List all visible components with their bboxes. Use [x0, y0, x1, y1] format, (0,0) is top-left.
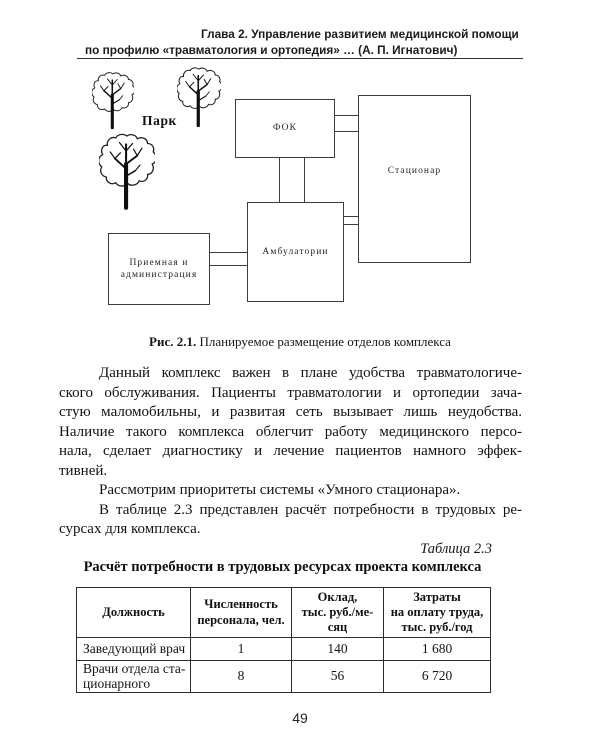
column-header-position: Должность — [77, 588, 191, 638]
tree-icon — [177, 66, 221, 128]
running-head-line2: по профилю «травматология и ортопедия» …… — [85, 43, 458, 57]
table-title: Расчёт потребности в трудовых ресурсах п… — [83, 559, 482, 575]
tree-icon — [92, 69, 134, 132]
corridor-fok-ambulatory — [279, 156, 305, 202]
body-text-line: стую маломобильны, и развитая сеть вызыв… — [59, 404, 522, 421]
building-box-stationar: Стационар — [358, 95, 471, 263]
corridor-reception-ambulatory — [208, 252, 247, 266]
corridor-fok-stationar — [333, 115, 358, 132]
table-cell-position: Заведующий врач — [77, 638, 191, 661]
column-header-labor-cost: Затраты на оплату труда, тыс. руб./год — [384, 588, 490, 638]
page-number: 49 — [292, 710, 308, 726]
tree-icon — [99, 133, 155, 210]
body-text-line: сурсах для комплекса. — [59, 521, 201, 538]
figure-caption: Рис. 2.1. Планируемое размещение отделов… — [0, 334, 600, 350]
column-header-salary: Оклад, тыс. руб./ме- сяц — [292, 588, 384, 638]
running-head-line1: Глава 2. Управление развитием медицинско… — [201, 27, 519, 41]
table-cell-headcount: 8 — [191, 661, 292, 692]
table-cell-salary: 56 — [292, 661, 384, 692]
table-cell-position: Врачи отдела ста- ционарного — [77, 661, 191, 692]
body-text: Данный комплекс важен в плане удобства т… — [59, 364, 522, 540]
table-cell-labor-cost: 1 680 — [384, 638, 490, 661]
body-text-line: Рассмотрим приоритеты системы «Умного ст… — [99, 482, 461, 499]
park-label: Парк — [142, 113, 177, 128]
staffing-table: Должность Численность персонала, чел. Ок… — [76, 587, 491, 693]
building-box-reception: Приемная и администрация — [108, 233, 210, 305]
body-text-line: ского обслуживания. Пациенты травматолог… — [59, 384, 522, 401]
figure-caption-text: Планируемое размещение отделов комплекса — [196, 334, 451, 349]
header-rule — [77, 57, 523, 60]
body-text-line: В таблице 2.3 представлен расчёт потребн… — [99, 501, 522, 518]
table-cell-labor-cost: 6 720 — [421, 668, 453, 684]
body-text-line: нала, сделает диагностику и лечение паци… — [59, 443, 522, 460]
corridor-ambulatory-stationar — [342, 216, 358, 225]
building-box-fok: ФОК — [235, 99, 335, 158]
body-text-line: Наличие такого комплекса облегчит работу… — [59, 423, 522, 440]
figure-caption-number: Рис. 2.1. — [149, 334, 197, 349]
column-header-headcount: Численность персонала, чел. — [191, 588, 292, 638]
body-text-line: Данный комплекс важен в плане удобства т… — [99, 365, 522, 381]
table-cell-salary: 140 — [292, 638, 384, 661]
building-box-ambulatory: Амбулатории — [247, 202, 344, 302]
table-cell-headcount: 1 — [191, 638, 292, 661]
table-caption: Таблица 2.3 — [420, 541, 492, 557]
body-text-line: тивней. — [59, 462, 108, 479]
